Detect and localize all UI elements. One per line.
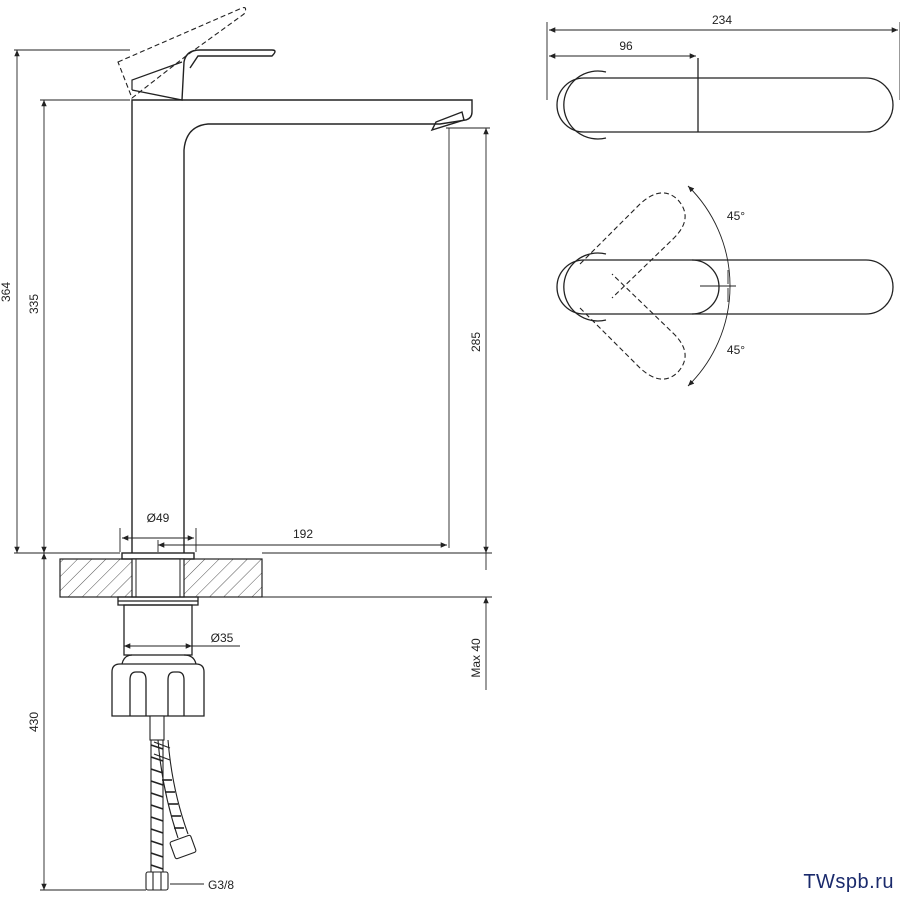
hose-nut-2: [169, 834, 197, 860]
counter-top: [59, 558, 263, 598]
dim-hose-length: 430: [27, 712, 41, 732]
handle-topview-rotation: [556, 259, 894, 315]
handle-dashed-position: [117, 7, 247, 99]
dim-handle-length: 234: [712, 13, 732, 27]
dim-total-height: 364: [0, 282, 13, 302]
handle-topview: [556, 77, 894, 133]
handle-dashed-right-rotation: [579, 273, 686, 380]
angle-arc: [687, 185, 731, 387]
hose-nut-1: [145, 871, 169, 891]
dim-counter-thickness: Max 40: [469, 638, 483, 678]
fixing-nut: [111, 663, 205, 717]
dim-shank-diameter: Ø35: [211, 631, 234, 645]
dim-base-diameter: Ø49: [147, 511, 170, 525]
base-flange: [121, 552, 195, 560]
dim-connection: G3/8: [208, 878, 234, 892]
dim-spout-height: 285: [469, 332, 483, 352]
dim-angle-upper: 45°: [727, 209, 745, 223]
handle-dashed-left-rotation: [579, 192, 686, 299]
dim-angle-lower: 45°: [727, 343, 745, 357]
faucet-body-outline: [131, 99, 473, 553]
flexible-hoses: [145, 715, 197, 891]
shank: [123, 604, 193, 656]
dim-handle-offset: 96: [619, 39, 633, 53]
handle: [131, 49, 276, 101]
dim-spout-reach: 192: [293, 527, 313, 541]
dim-body-height: 335: [27, 294, 41, 314]
watermark: TWspb.ru: [803, 871, 894, 893]
spout-aerator: [430, 111, 465, 132]
